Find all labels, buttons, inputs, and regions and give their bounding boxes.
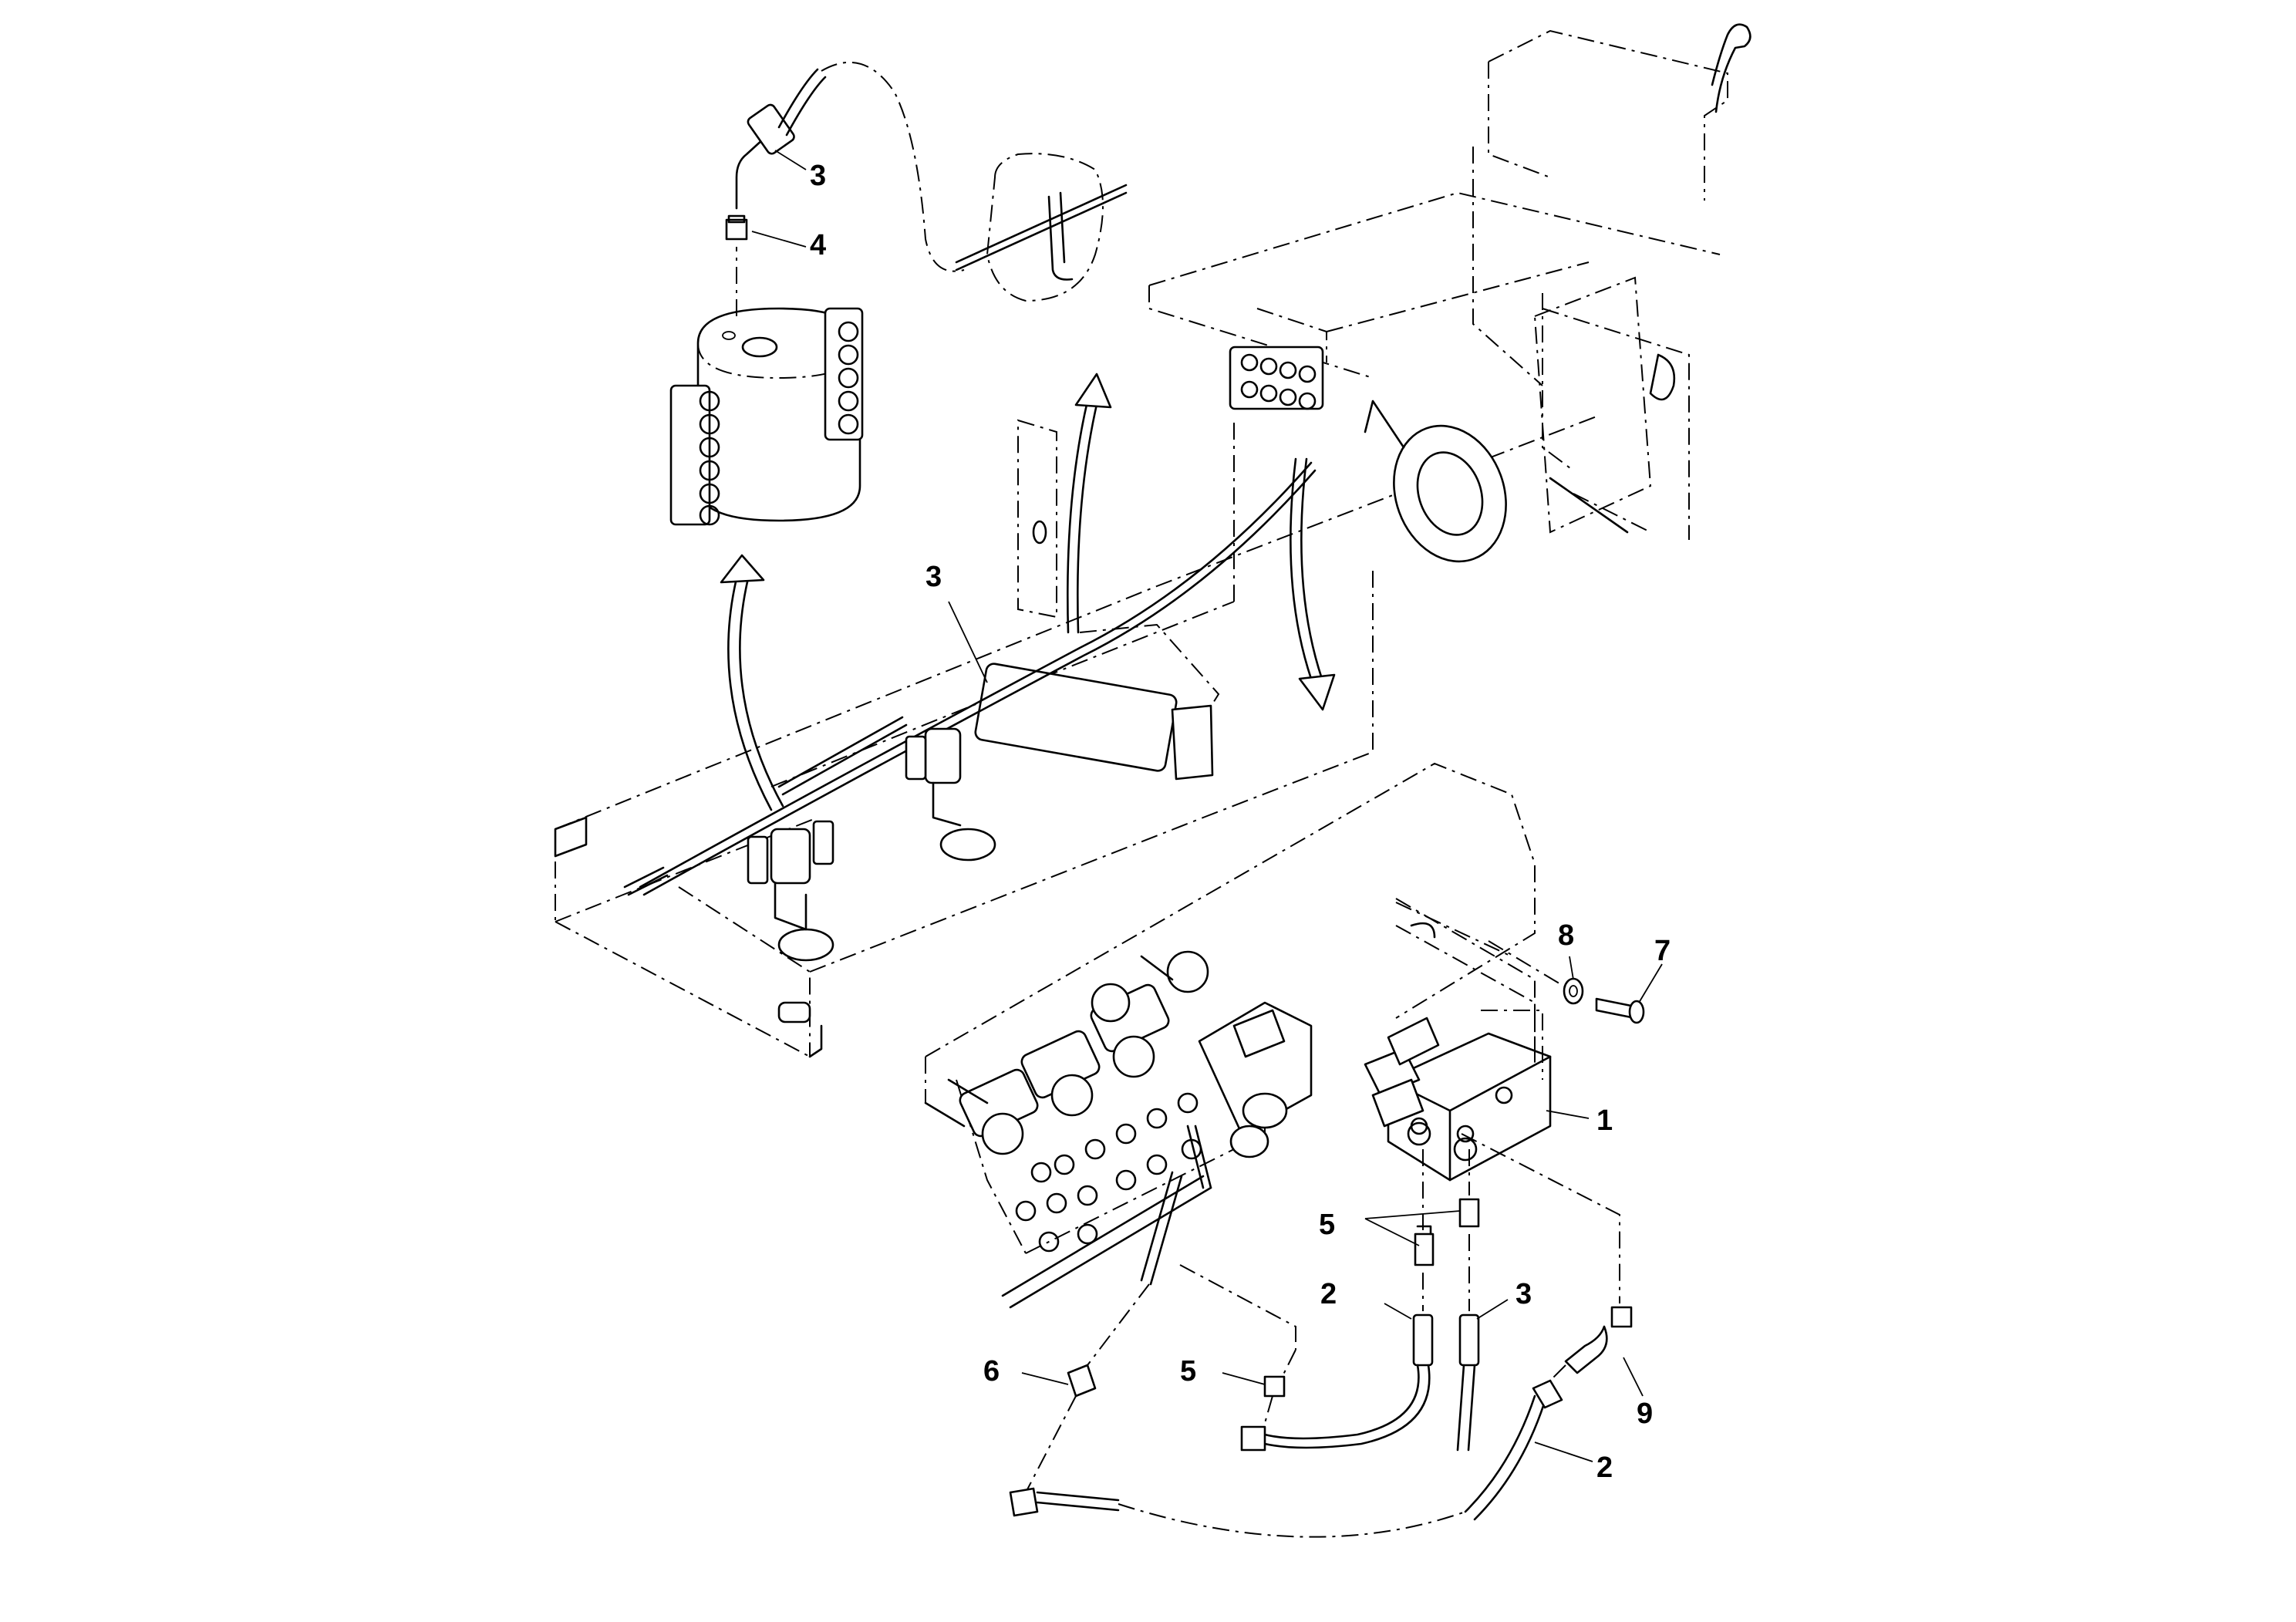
fitting-5-lower [1263, 1349, 1296, 1424]
fitting-5-left [1414, 1149, 1435, 1266]
callout-5-upper: 5 [1319, 1209, 1335, 1241]
callout-8: 8 [1558, 919, 1574, 952]
fitting-5-right [1458, 1149, 1480, 1228]
valve-block-1 [1364, 898, 1552, 1182]
chassis-frame [554, 23, 1752, 1058]
hydraulic-manifold [924, 950, 1313, 1253]
fitting-9 [1549, 1306, 1633, 1381]
callout-4: 4 [810, 229, 826, 261]
callout-6: 6 [983, 1355, 1000, 1388]
callout-2-right: 2 [1596, 1452, 1613, 1484]
port-fittings-left [699, 390, 720, 526]
frame-valve-pack-2 [905, 727, 996, 862]
callout-3-top: 3 [810, 160, 826, 192]
port-fittings-right [838, 321, 859, 435]
arrow-center-up [1067, 373, 1112, 634]
frame-valve-block [1229, 346, 1324, 410]
tank-outline [955, 153, 1128, 302]
hose-2-bottom [1009, 1379, 1563, 1538]
callout-5-lower: 5 [1180, 1355, 1196, 1388]
manifold-fittings [1015, 1092, 1202, 1253]
leader-lines [751, 150, 1663, 1462]
swivel-valve-detail [669, 307, 864, 526]
callout-labels: 3 4 3 8 7 1 5 2 3 6 5 9 2 [810, 160, 1671, 1484]
callout-2-left: 2 [1320, 1278, 1337, 1310]
callout-9: 9 [1637, 1398, 1653, 1430]
fitting-4 [725, 214, 748, 316]
hose-3-lower [1456, 1234, 1480, 1452]
callout-7: 7 [1654, 935, 1671, 967]
callout-3-lower: 3 [1515, 1278, 1532, 1310]
frame-valve-pack-1 [747, 820, 834, 962]
hose-3-upper [735, 61, 965, 272]
arrow-left-up [720, 554, 784, 811]
washer-8 [1563, 977, 1584, 1005]
callout-1: 1 [1596, 1104, 1613, 1137]
arrow-right-down [1290, 457, 1336, 711]
solenoid-coils [981, 950, 1209, 1155]
bolt-7 [1595, 997, 1645, 1024]
callout-3-middle: 3 [925, 561, 942, 593]
fitting-6 [1025, 1171, 1183, 1493]
hose-2-left [1240, 1273, 1434, 1452]
